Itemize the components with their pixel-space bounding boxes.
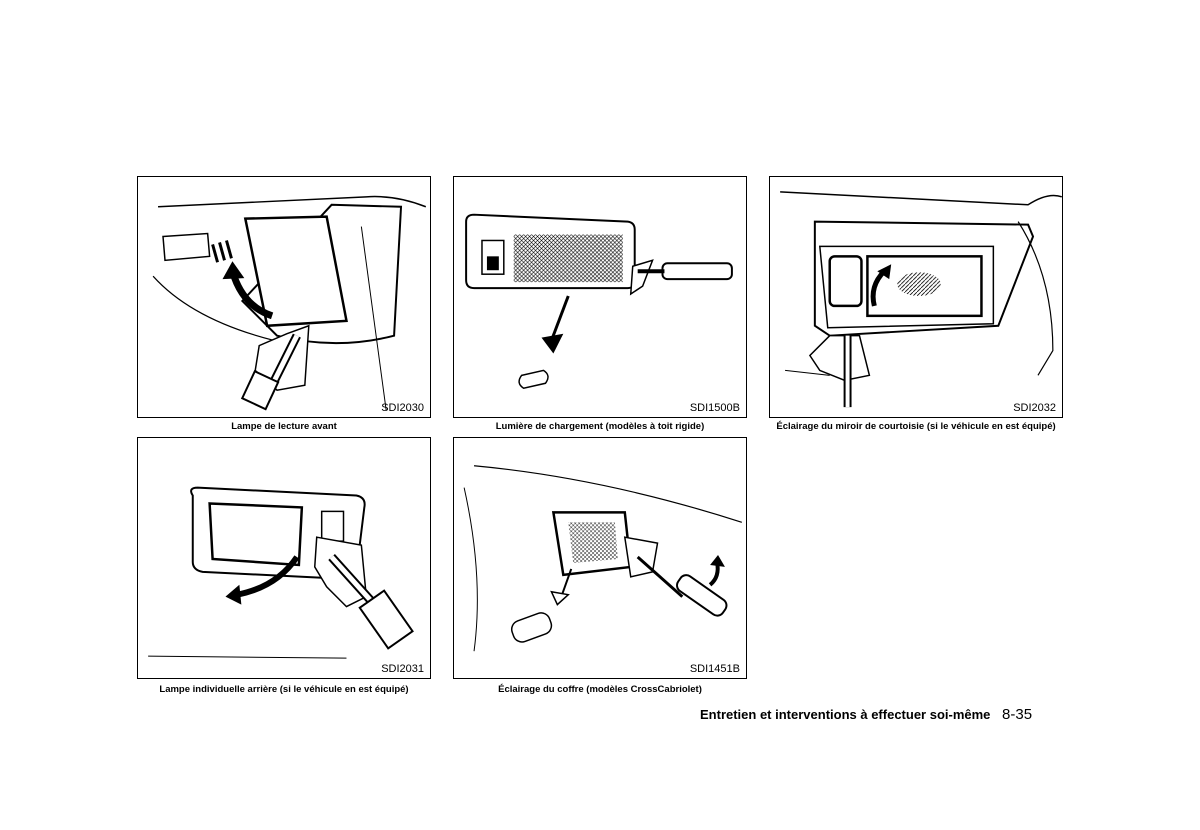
figure-caption: Lumière de chargement (modèles à toit ri… bbox=[495, 421, 705, 432]
figure-code: SDI2030 bbox=[381, 402, 424, 414]
figure-front-reading-lamp: SDI2030 bbox=[137, 176, 431, 418]
trunk-light-illustration bbox=[463, 465, 743, 652]
rear-personal-lamp-illustration bbox=[148, 486, 414, 659]
figure-code: SDI1451B bbox=[689, 663, 740, 675]
figure-code: SDI2032 bbox=[1013, 402, 1056, 414]
figure-caption: Lampe de lecture avant bbox=[231, 421, 337, 432]
figure-cargo-light: SDI1500B bbox=[453, 176, 747, 418]
figure-caption: Lampe individuelle arrière (si le véhicu… bbox=[159, 684, 409, 695]
cargo-light-illustration bbox=[465, 213, 733, 390]
vanity-mirror-light-illustration bbox=[780, 191, 1062, 408]
page-footer: Entretien et interventions à effectuer s… bbox=[700, 706, 1065, 723]
figure-vanity-mirror-light: SDI2032 bbox=[769, 176, 1063, 418]
front-reading-lamp-illustration bbox=[152, 195, 427, 411]
figure-code: SDI1500B bbox=[689, 402, 740, 414]
section-title: Entretien et interventions à effectuer s… bbox=[700, 707, 991, 722]
figure-caption: Éclairage du miroir de courtoisie (si le… bbox=[776, 421, 1056, 432]
figure-caption: Éclairage du coffre (modèles CrossCabrio… bbox=[498, 684, 702, 695]
page-number: 8-35 bbox=[1002, 706, 1033, 723]
figure-code: SDI2031 bbox=[381, 663, 424, 675]
figure-trunk-light: SDI1451B bbox=[453, 437, 747, 679]
figure-rear-personal-lamp: SDI2031 bbox=[137, 437, 431, 679]
